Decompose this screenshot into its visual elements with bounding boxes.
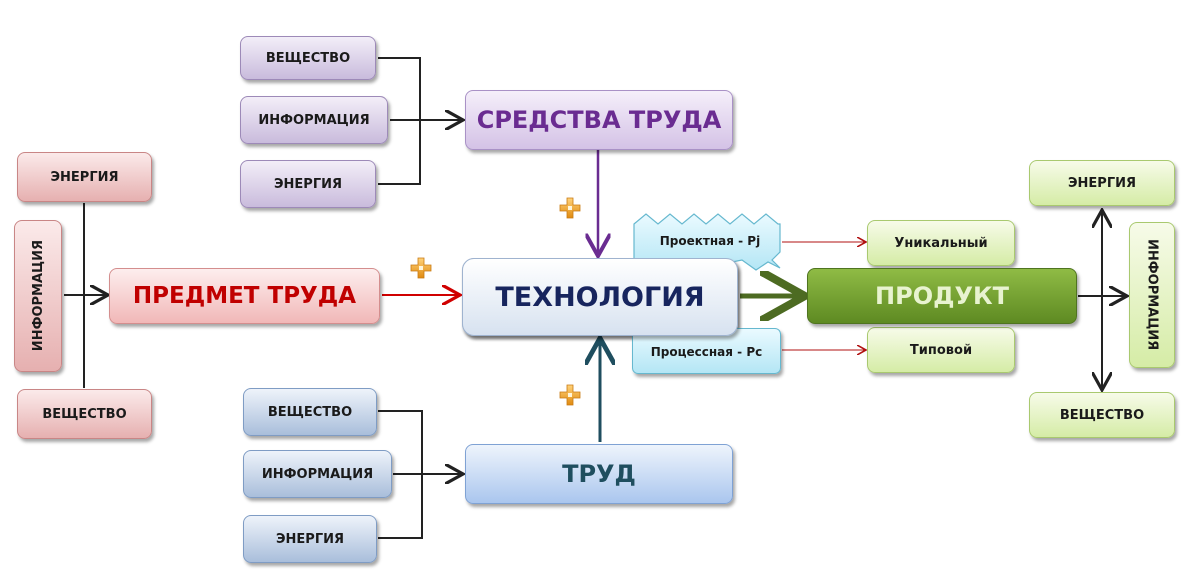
- process-type-label: Процессная - Pc: [650, 345, 763, 359]
- object-input-label: ИНФОРМАЦИЯ: [30, 240, 46, 352]
- product-node: ПРОДУКТ: [807, 268, 1077, 324]
- product-output-label: ИНФОРМАЦИЯ: [1144, 239, 1160, 351]
- center-node-overlay: ТЕХНОЛОГИЯ: [462, 258, 738, 336]
- object-node: ПРЕДМЕТ ТРУДА: [109, 268, 380, 324]
- tools-input-energy: ЭНЕРГИЯ: [240, 160, 376, 208]
- product-kind-label: Уникальный: [894, 235, 988, 251]
- object-node-label: ПРЕДМЕТ ТРУДА: [132, 283, 357, 309]
- object-input-information: ИНФОРМАЦИЯ: [14, 220, 62, 372]
- labor-connector: [378, 410, 463, 539]
- tools-input-label: ВЕЩЕСТВО: [265, 50, 351, 66]
- labor-input-label: ЭНЕРГИЯ: [275, 531, 344, 547]
- product-kind-typical: Типовой: [867, 327, 1015, 373]
- tools-node: СРЕДСТВА ТРУДА: [465, 90, 733, 150]
- labor-input-label: ИНФОРМАЦИЯ: [261, 466, 374, 482]
- product-node-label: ПРОДУКТ: [875, 282, 1009, 310]
- object-input-substance: ВЕЩЕСТВО: [17, 389, 152, 439]
- tools-input-label: ИНФОРМАЦИЯ: [258, 112, 370, 128]
- product-kind-unique: Уникальный: [867, 220, 1015, 266]
- object-connector: [64, 203, 108, 388]
- product-output-label: ЭНЕРГИЯ: [1067, 175, 1136, 191]
- object-input-label: ВЕЩЕСТВО: [42, 406, 127, 422]
- labor-input-substance: ВЕЩЕСТВО: [243, 388, 377, 436]
- plus-icon: [410, 257, 432, 279]
- product-output-substance: ВЕЩЕСТВО: [1029, 392, 1175, 438]
- tools-node-label: СРЕДСТВА ТРУДА: [476, 106, 722, 134]
- tools-connector: [378, 57, 463, 185]
- product-output-label: ВЕЩЕСТВО: [1059, 407, 1145, 423]
- labor-node-label: ТРУД: [562, 460, 636, 488]
- product-output-energy: ЭНЕРГИЯ: [1029, 160, 1175, 206]
- project-type-shape: [633, 213, 781, 271]
- object-input-label: ЭНЕРГИЯ: [50, 169, 119, 185]
- tools-input-substance: ВЕЩЕСТВО: [240, 36, 376, 80]
- project-type-label: Проектная - Pj: [659, 234, 761, 248]
- center-node-overlay-label: ТЕХНОЛОГИЯ: [495, 281, 705, 313]
- labor-input-energy: ЭНЕРГИЯ: [243, 515, 377, 563]
- object-input-energy: ЭНЕРГИЯ: [17, 152, 152, 202]
- plus-icon: [559, 197, 581, 219]
- product-output-connector: [1078, 210, 1127, 390]
- labor-input-label: ВЕЩЕСТВО: [267, 404, 353, 420]
- product-output-information: ИНФОРМАЦИЯ: [1129, 222, 1175, 368]
- labor-input-information: ИНФОРМАЦИЯ: [243, 450, 392, 498]
- tools-input-information: ИНФОРМАЦИЯ: [240, 96, 388, 144]
- labor-node: ТРУД: [465, 444, 733, 504]
- tools-input-label: ЭНЕРГИЯ: [273, 176, 342, 192]
- product-kind-label: Типовой: [909, 342, 973, 358]
- plus-icon: [559, 384, 581, 406]
